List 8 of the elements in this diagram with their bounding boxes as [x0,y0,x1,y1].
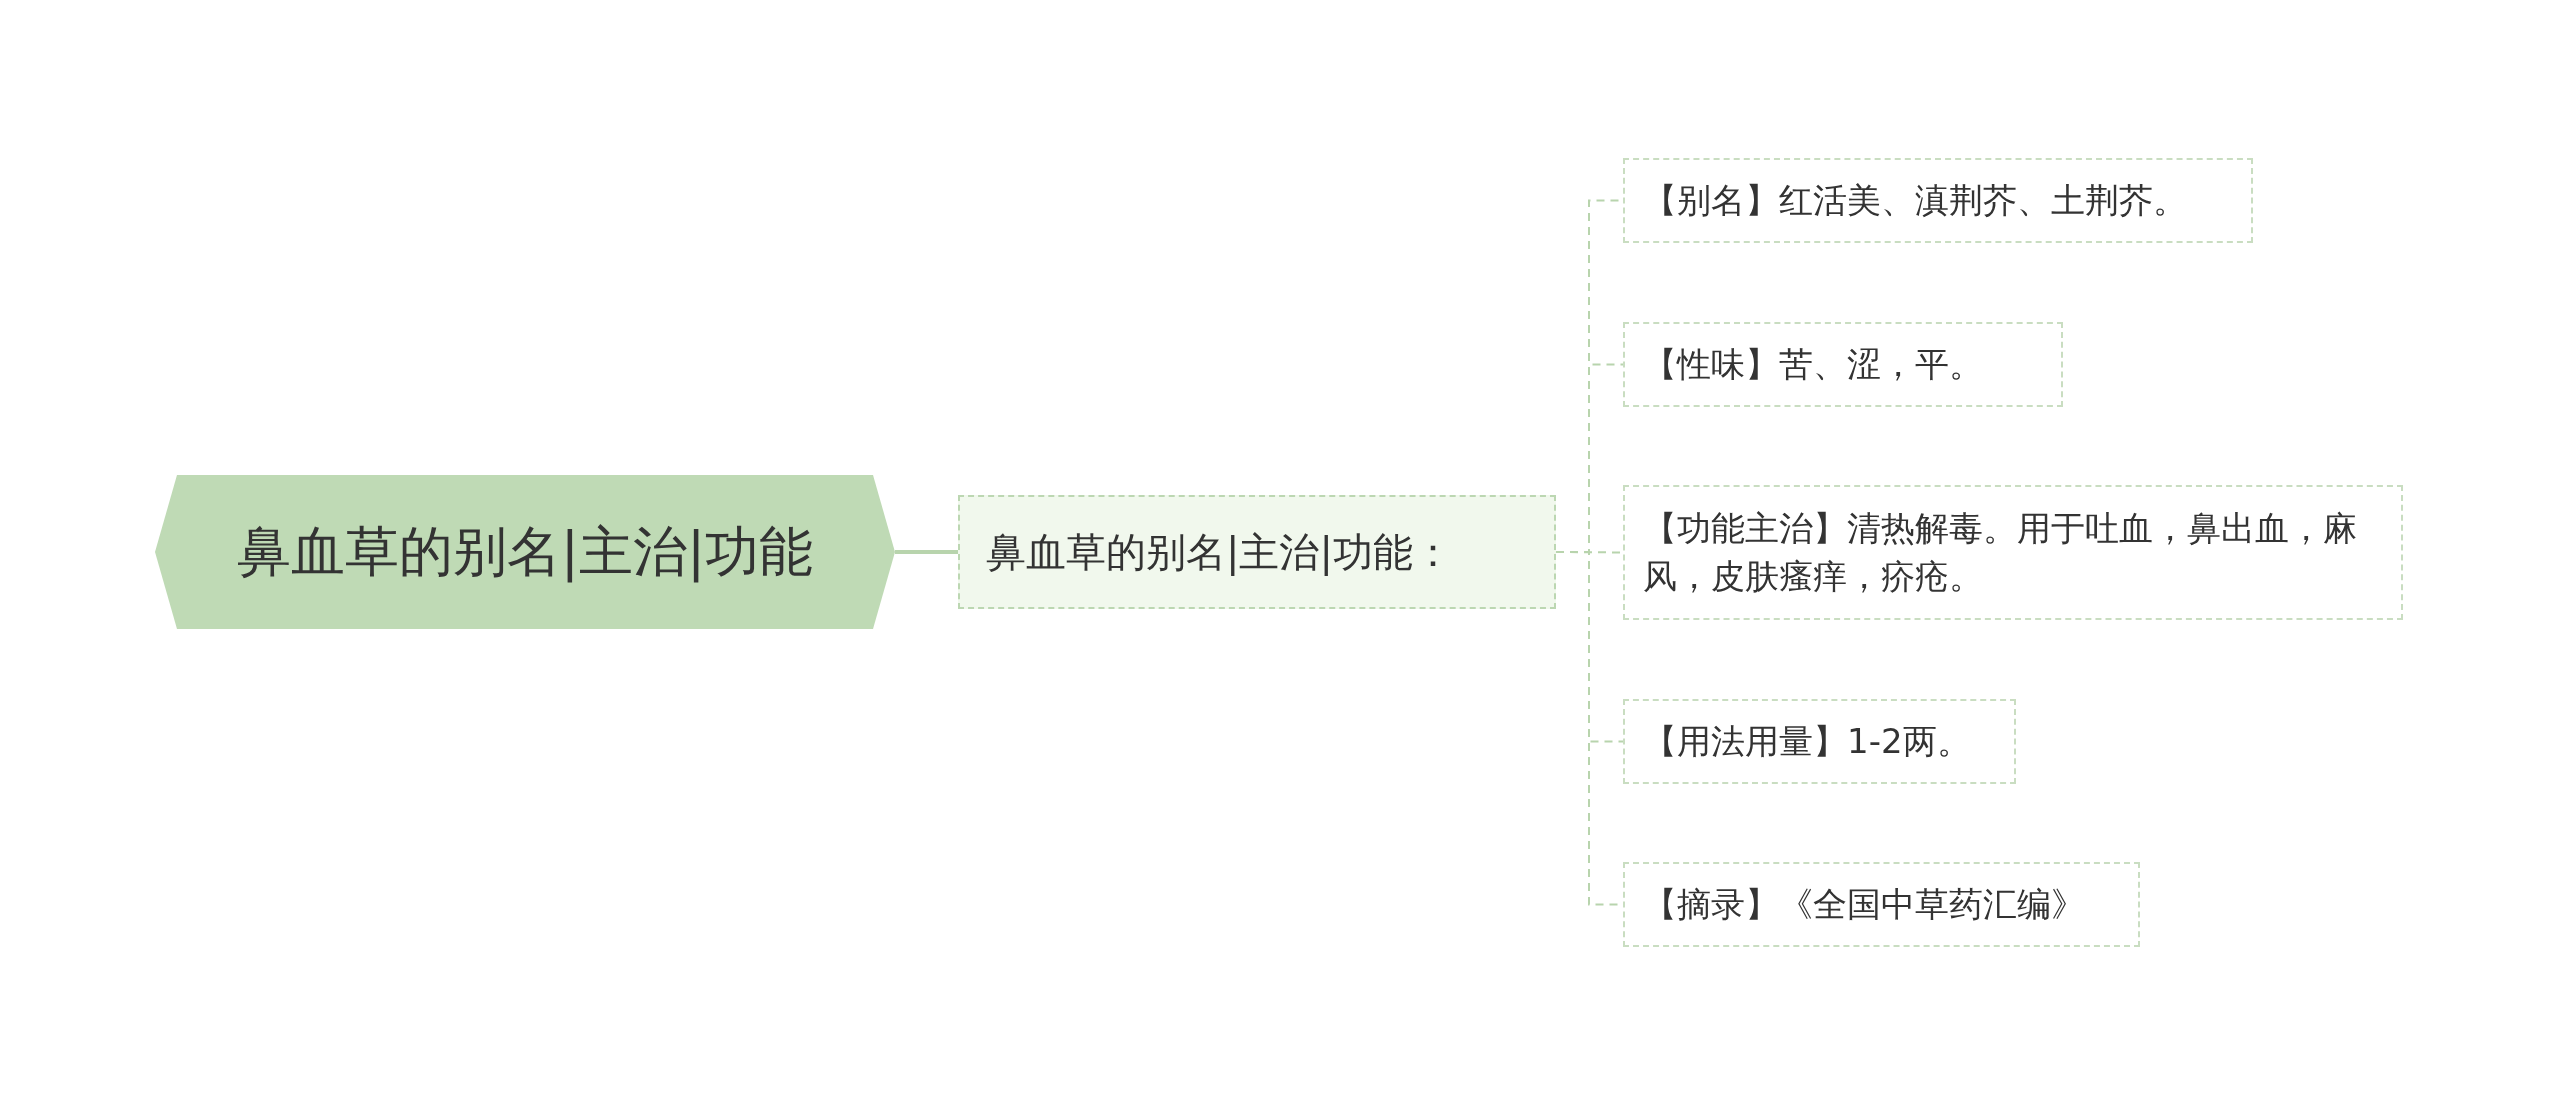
connector-line [895,550,958,554]
detail-box: 【别名】红活美、滇荆芥、土荆芥。 [1623,158,2253,243]
detail-box: 【摘录】《全国中草药汇编》 [1623,862,2140,947]
detail-box: 【性味】苦、涩，平。 [1623,322,2063,407]
detail-box: 【功能主治】清热解毒。用于吐血，鼻出血，麻风，皮肤瘙痒，疥疮。 [1623,485,2403,620]
detail-box: 【用法用量】1-2两。 [1623,699,2016,784]
topic-hexagon: 鼻血草的别名|主治|功能 [155,475,895,629]
subtopic-box: 鼻血草的别名|主治|功能： [958,495,1556,609]
